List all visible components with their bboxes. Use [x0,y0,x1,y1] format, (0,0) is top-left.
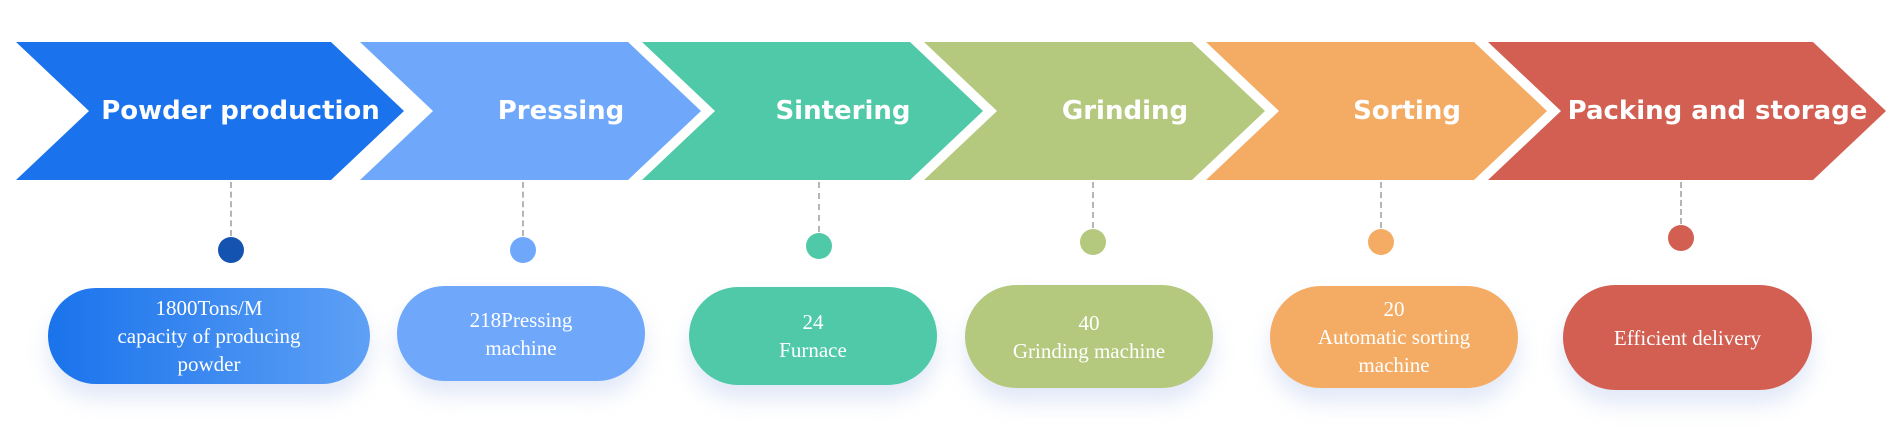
step-dot [806,233,832,259]
detail-line: 40 [1078,310,1100,335]
detail-line: machine [485,335,557,360]
step-dot [1368,229,1394,255]
chevron-step-1 [16,42,404,180]
detail-line: powder [177,352,241,376]
dashed-connector [1380,182,1382,228]
step-detail-pill: 1800Tons/M capacity of producing powder [48,288,370,384]
step-title: Powder production [101,96,380,126]
chevron-step-3 [642,42,983,180]
detail-line: Grinding machine [1012,338,1166,363]
detail-line: 1800Tons/M [155,296,263,320]
step-detail-pill: 218Pressing machine [397,286,645,381]
step-dot [1668,225,1694,251]
dashed-connector [522,182,524,236]
dashed-connector [1680,182,1682,224]
step-detail-pill: Efficient delivery [1563,285,1812,390]
step-dot [510,237,536,263]
step-dot [218,237,244,263]
detail-line: machine [1358,353,1430,377]
detail-line: 20 [1383,297,1405,321]
detail-line: 218Pressing [469,307,573,332]
step-title: Grinding [1061,96,1189,126]
chevron-step-4 [924,42,1265,180]
dashed-connector [1092,182,1094,228]
detail-line: Automatic sorting [1317,325,1471,349]
dashed-connector [230,182,232,236]
detail-line: Furnace [779,338,847,362]
dashed-connector [818,182,820,232]
step-dot [1080,229,1106,255]
step-title: Packing and storage [1567,96,1868,126]
chevron-step-6 [1488,42,1886,180]
chevron-step-2 [360,42,701,180]
detail-line: Efficient delivery [1613,325,1762,350]
chevron-step-5 [1206,42,1547,180]
step-title: Sintering [775,96,911,126]
detail-line: capacity of producing [117,324,301,348]
step-title: Pressing [497,96,625,126]
step-title: Sorting [1353,96,1461,126]
detail-line: 24 [802,310,824,334]
